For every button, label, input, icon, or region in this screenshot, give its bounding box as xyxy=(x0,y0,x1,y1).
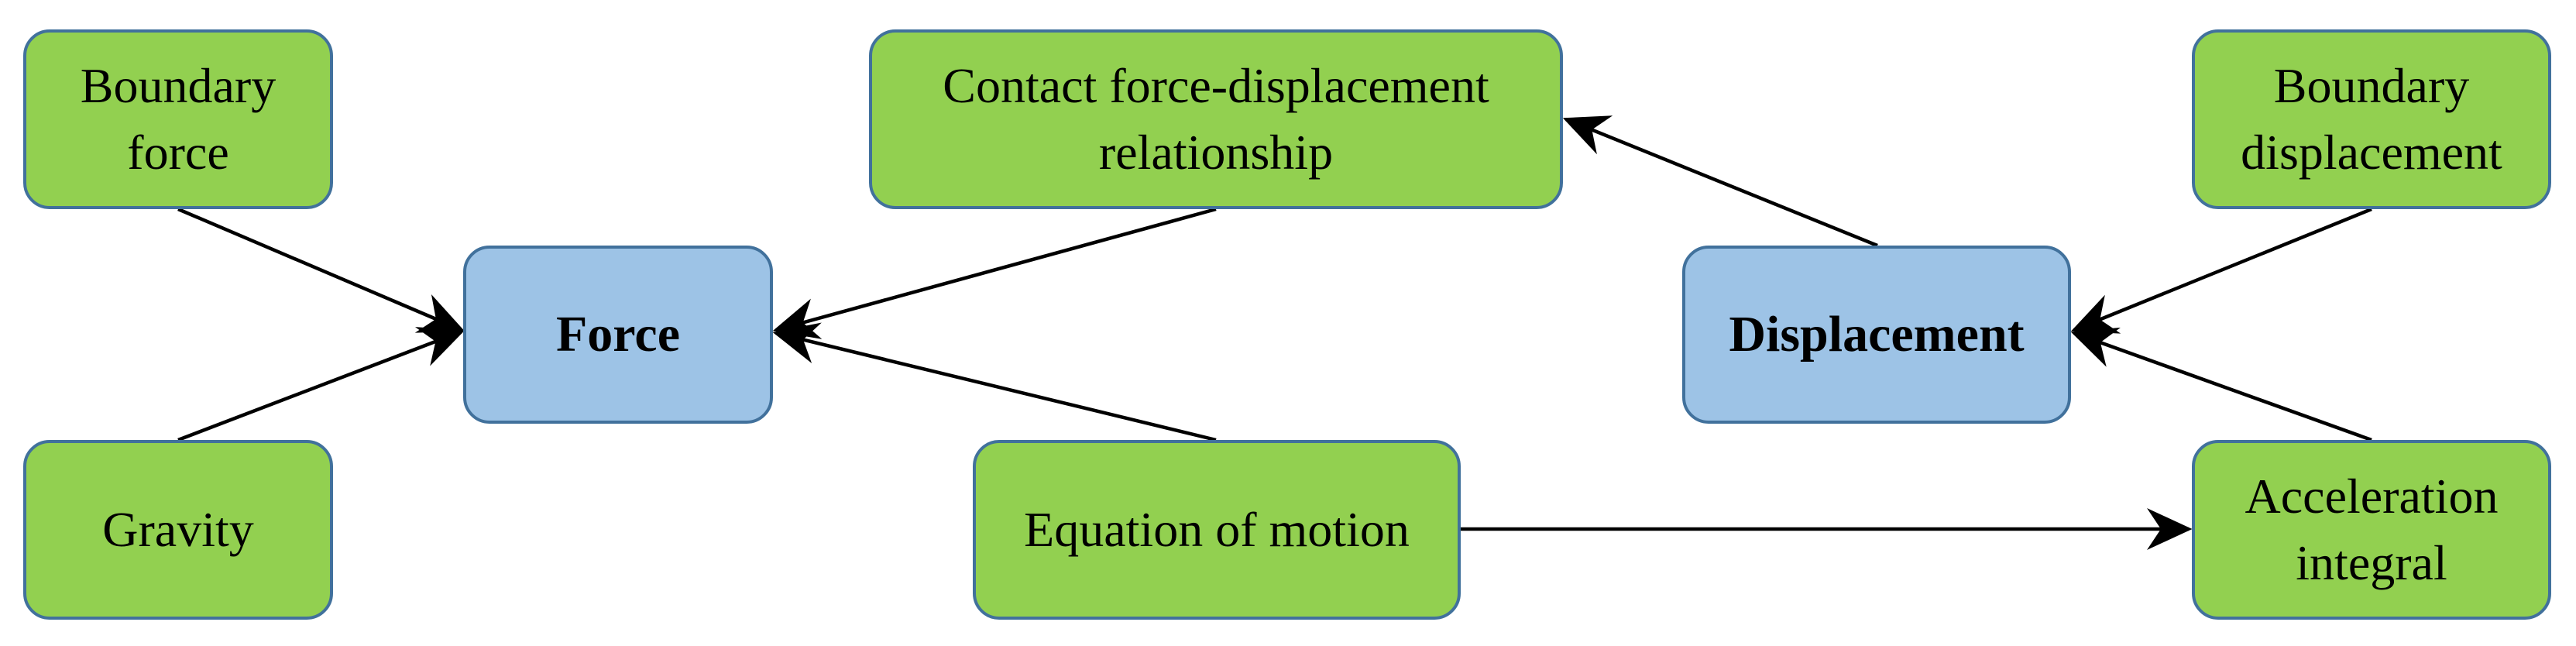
edge-contact-to-force xyxy=(772,207,1217,339)
edge-boundary-force-to-force xyxy=(177,207,465,333)
equation-of-motion-node: Equation of motion xyxy=(973,440,1461,620)
contact-force-displacement-label: Contact force-displacement relationship xyxy=(943,57,1489,180)
force-label: Force xyxy=(555,306,680,363)
edge-boundary-displacement-to-displacement xyxy=(2070,207,2372,334)
acceleration-integral-label: Acceleration integral xyxy=(2245,468,2499,590)
contact-force-displacement-node: Contact force-displacement relationship xyxy=(869,29,1563,209)
boundary-force-label: Boundary force xyxy=(80,57,276,180)
gravity-node: Gravity xyxy=(23,440,333,620)
edge-acceleration-to-displacement xyxy=(2070,327,2372,442)
edge-gravity-to-force xyxy=(177,327,465,442)
boundary-displacement-label: Boundary displacement xyxy=(2241,57,2502,180)
boundary-displacement-node: Boundary displacement xyxy=(2192,29,2551,209)
boundary-force-node: Boundary force xyxy=(23,29,333,209)
displacement-label: Displacement xyxy=(1729,306,2025,363)
edge-displacement-to-contact xyxy=(1562,115,1878,248)
acceleration-integral-node: Acceleration integral xyxy=(2192,440,2551,620)
displacement-node: Displacement xyxy=(1682,246,2071,424)
force-node: Force xyxy=(463,246,773,424)
equation-of-motion-label: Equation of motion xyxy=(1024,501,1410,557)
edge-equation-to-force xyxy=(772,322,1217,442)
gravity-label: Gravity xyxy=(102,501,254,557)
